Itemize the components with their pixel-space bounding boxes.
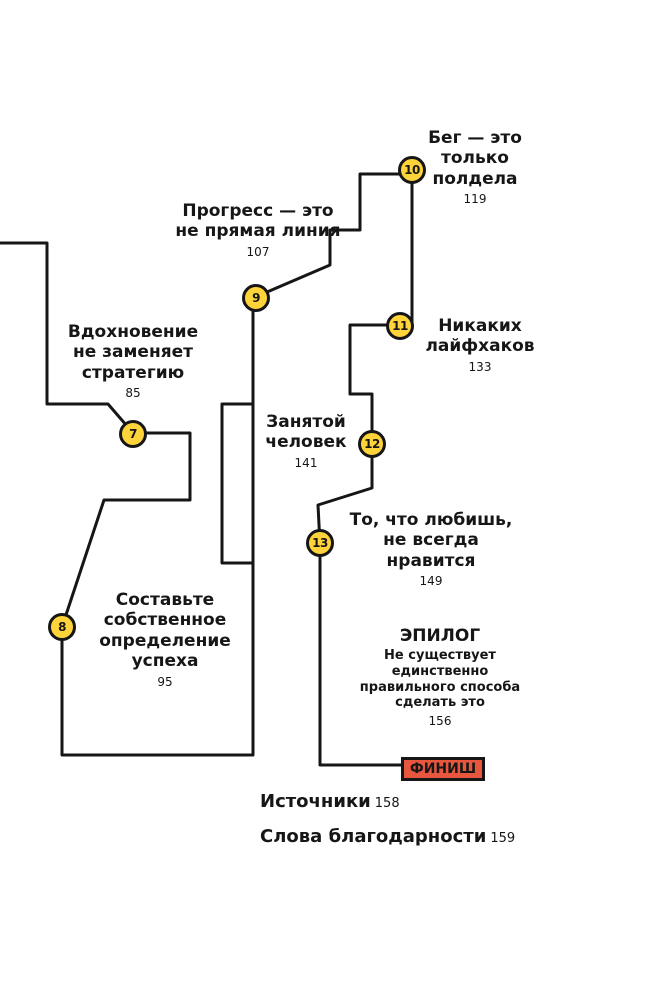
epilogue-heading: ЭПИЛОГ <box>399 626 481 646</box>
chapter-title-line: Прогресс — это <box>182 201 334 221</box>
epilogue-line: сделать это <box>395 695 485 711</box>
finish-sign: ФИНИШ <box>401 757 485 781</box>
chapter-page-number: 141 <box>294 455 318 470</box>
chapter-label-11[interactable]: Никаких лайфхаков 133 <box>415 316 545 374</box>
chapter-page-number: 149 <box>419 574 443 589</box>
chapter-page-number: 119 <box>463 192 487 207</box>
stop-marker-8[interactable]: 8 <box>48 613 76 641</box>
chapter-title-line: собственное <box>103 610 227 631</box>
chapter-label-8[interactable]: Составьте собственное определение успеха… <box>80 590 250 689</box>
chapter-title-line: Бег — это <box>428 128 522 148</box>
chapter-title-line: лайфхаков <box>425 336 535 357</box>
chapter-label-7[interactable]: Вдохновение не заменяет стратегию 85 <box>58 322 208 401</box>
chapter-title-line: не заменяет <box>72 342 193 363</box>
chapter-page-number: 95 <box>157 674 173 689</box>
stop-marker-11[interactable]: 11 <box>386 312 414 340</box>
epilogue-line: Не существует <box>384 648 496 664</box>
back-matter-title: Источники <box>260 791 371 812</box>
chapter-label-9[interactable]: Прогресс — это не прямая линия 107 <box>148 201 368 259</box>
epilogue-line: единственно <box>391 663 489 679</box>
chapter-title-line: успеха <box>131 651 199 672</box>
chapter-page-number: 107 <box>246 244 270 259</box>
stop-marker-10[interactable]: 10 <box>398 156 426 184</box>
chapter-title-line: То, что любишь, <box>349 510 513 530</box>
epilogue-page-number: 156 <box>428 713 452 728</box>
chapter-title-line: Никаких <box>438 316 522 336</box>
chapter-title-line: человек <box>265 432 347 453</box>
chapter-label-12[interactable]: Занятой человек 141 <box>248 412 364 470</box>
chapter-title-line: стратегию <box>81 362 185 383</box>
chapter-title-line: не прямая линия <box>175 221 341 242</box>
back-matter-title: Слова благодарности <box>260 826 487 847</box>
back-matter-page: 158 <box>374 796 400 811</box>
chapter-title-line: Вдохновение <box>67 322 199 342</box>
chapter-label-13[interactable]: То, что любишь, не всегда нравится 149 <box>336 510 526 589</box>
back-matter-page: 159 <box>490 831 516 846</box>
epilogue-line: правильного способа <box>359 679 521 695</box>
stop-marker-13[interactable]: 13 <box>306 529 334 557</box>
chapter-title-line: Занятой <box>266 412 346 432</box>
chapter-label-10[interactable]: Бег — это только полдела 119 <box>410 128 540 207</box>
chapter-title-line: только <box>441 148 509 169</box>
chapter-title-line: нравится <box>386 550 476 571</box>
chapter-page-number: 133 <box>468 359 492 374</box>
stop-marker-9[interactable]: 9 <box>242 284 270 312</box>
chapter-title-line: определение <box>99 630 231 651</box>
epilogue-label[interactable]: ЭПИЛОГ Не существует единственно правиль… <box>345 626 535 728</box>
chapter-title-line: не всегда <box>383 530 479 551</box>
chapter-title-line: Составьте <box>115 590 215 610</box>
stop-marker-12[interactable]: 12 <box>358 430 386 458</box>
chapter-title-line: полдела <box>432 168 518 189</box>
stop-marker-7[interactable]: 7 <box>119 420 147 448</box>
chapter-page-number: 85 <box>125 386 141 401</box>
